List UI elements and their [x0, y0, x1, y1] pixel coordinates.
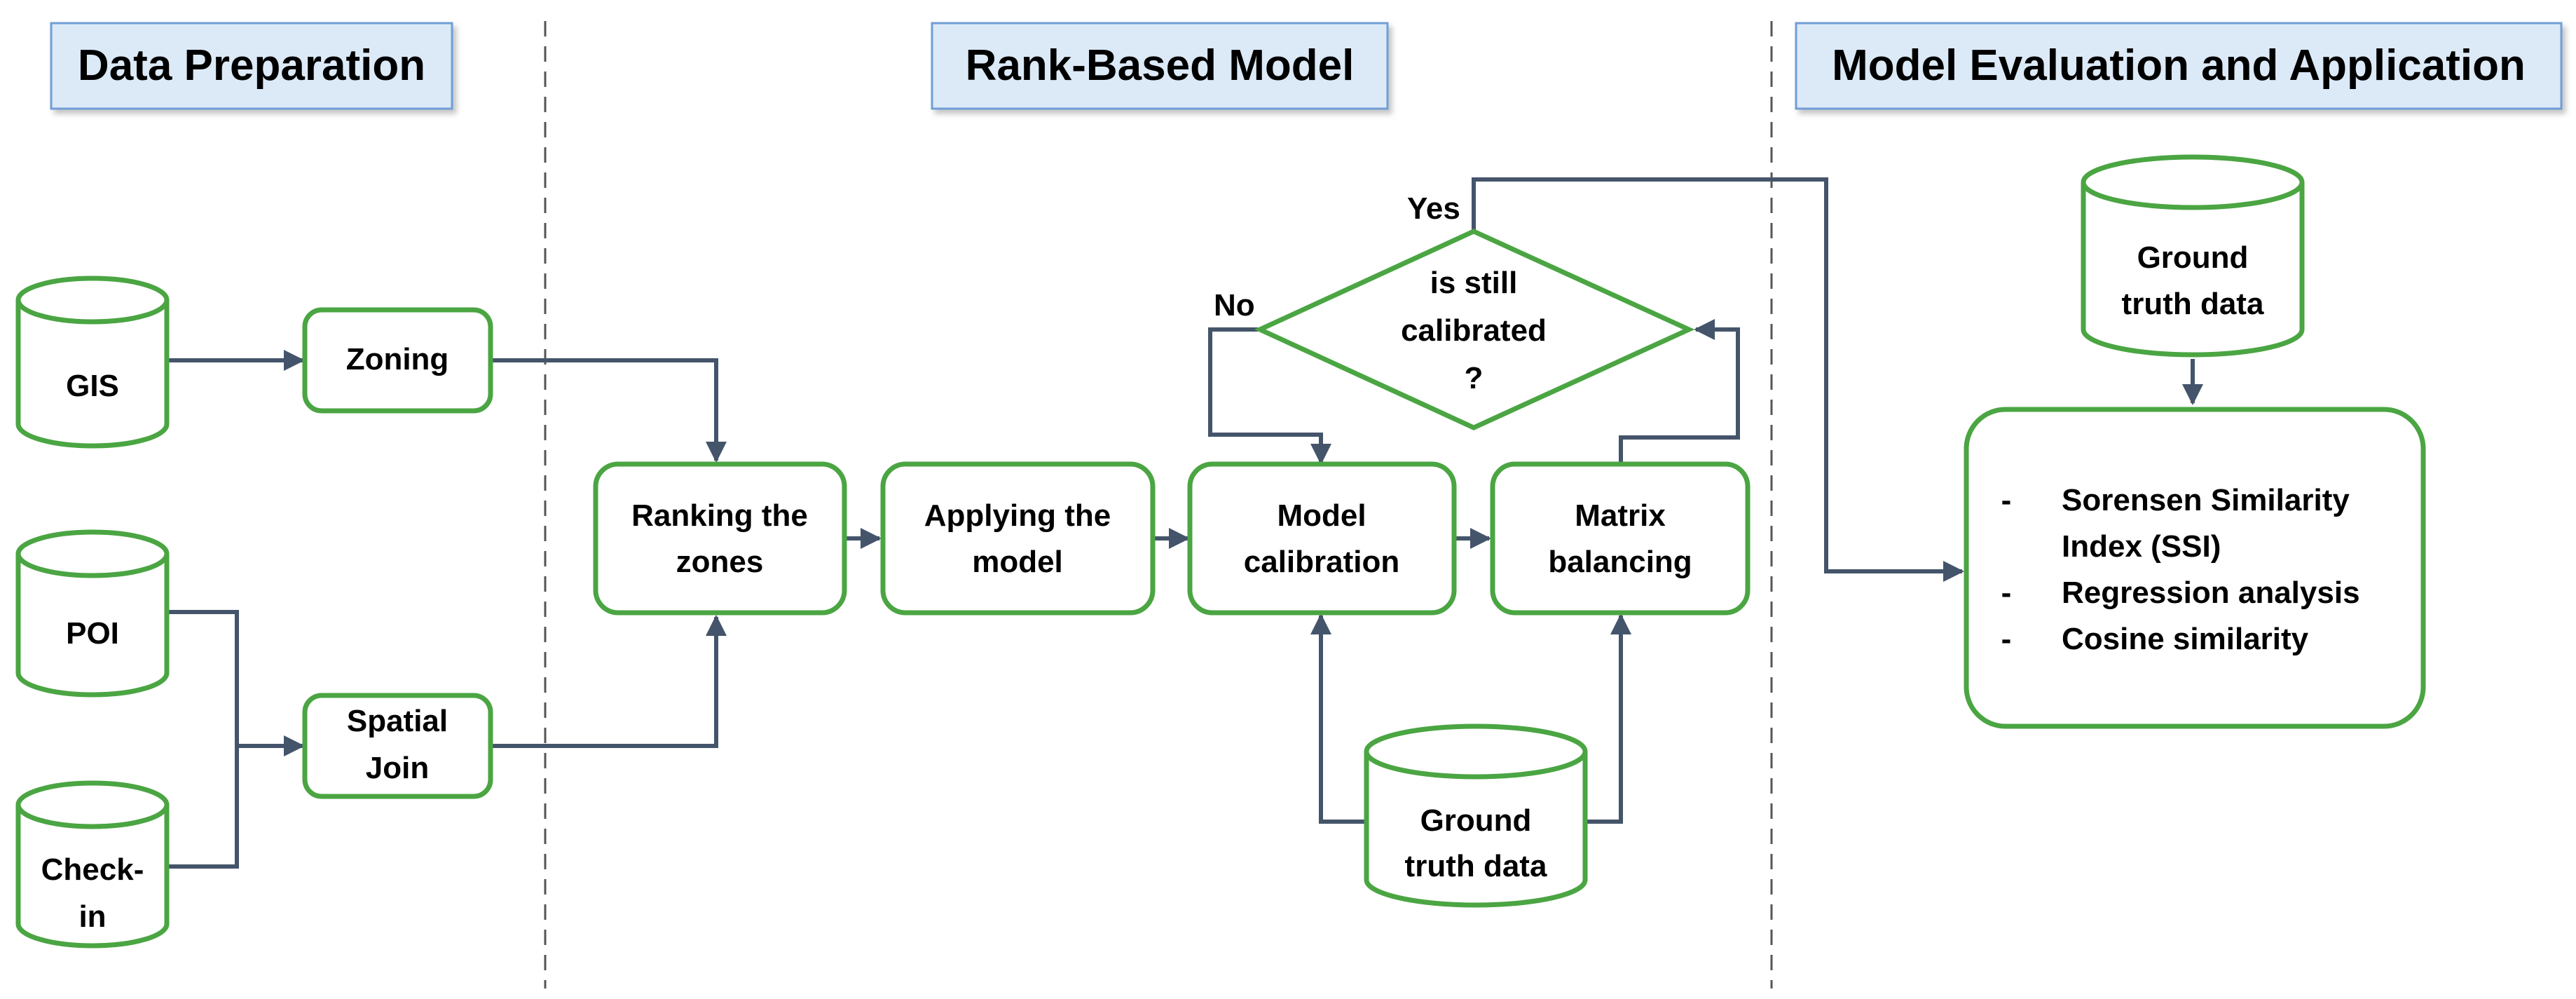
arrow-spatial-join-to-ranking [492, 615, 727, 748]
arrow-poi-checkin-to-spatial-join [168, 610, 239, 869]
ground-truth-eval-label-line2: truth data [2122, 287, 2264, 321]
arrow-ground-truth-to-balancing [1585, 613, 1631, 824]
yes-label: Yes [1407, 191, 1460, 226]
balancing-label-line2: balancing [1548, 545, 1692, 579]
checkin-label-line2: in [78, 899, 106, 934]
checkin-label-line1: Check- [41, 852, 144, 887]
spatial-join-node: Spatial Join [302, 693, 493, 799]
header-rank-based-model: Rank-Based Model [931, 22, 1389, 110]
applying-model-node: Applying the model [880, 461, 1156, 616]
evaluation-item-2: Regression analysis [2062, 576, 2360, 610]
checkin-database: Check- in [15, 780, 170, 949]
decision-label-line2: calibrated [1401, 313, 1547, 348]
evaluation-item-1-cont: Index (SSI) [2062, 529, 2221, 564]
calibration-label-line2: calibration [1244, 545, 1400, 579]
applying-label-line2: model [972, 545, 1063, 579]
evaluation-bullet-1: - [2001, 483, 2012, 517]
ground-truth-eval-label-line1: Ground [2137, 240, 2249, 275]
ground-truth-database-evaluation: Ground truth data [2081, 154, 2305, 358]
model-calibration-node: Model calibration [1187, 461, 1457, 616]
spatial-join-label-line1: Spatial [347, 704, 448, 738]
poi-label: POI [66, 616, 119, 651]
gis-database: GIS [15, 276, 170, 449]
zoning-node: Zoning [302, 307, 493, 414]
header-rank-based-model-label: Rank-Based Model [966, 41, 1355, 90]
ranking-label-line2: zones [676, 545, 764, 579]
gis-label: GIS [66, 369, 119, 403]
ground-truth-model-label-line1: Ground [1420, 803, 1532, 838]
evaluation-item-3: Cosine similarity [2062, 622, 2309, 656]
evaluation-methods-box: - Sorensen Similarity Index (SSI) - Regr… [1964, 407, 2426, 729]
arrow-balancing-to-decision [1619, 319, 1740, 463]
ranking-label-line1: Ranking the [631, 498, 808, 533]
header-model-evaluation: Model Evaluation and Application [1795, 22, 2563, 110]
evaluation-bullet-2: - [2001, 576, 2012, 610]
calibration-label-line1: Model [1277, 498, 1366, 533]
header-data-preparation-label: Data Preparation [78, 41, 425, 90]
ranking-zones-node: Ranking the zones [593, 461, 847, 616]
poi-database: POI [15, 529, 170, 698]
spatial-join-label-line2: Join [366, 751, 429, 785]
balancing-label-line1: Matrix [1575, 498, 1666, 533]
arrow-decision-yes-to-evaluation [1472, 177, 1964, 582]
evaluation-bullet-3: - [2001, 622, 2012, 656]
ground-truth-model-label-line2: truth data [1405, 849, 1547, 883]
arrow-decision-no-to-calibration [1208, 327, 1331, 465]
applying-label-line1: Applying the [924, 498, 1111, 533]
zoning-label: Zoning [346, 342, 449, 376]
decision-label-line1: is still [1430, 266, 1518, 300]
ground-truth-database-model: Ground truth data [1364, 723, 1588, 908]
matrix-balancing-node: Matrix balancing [1490, 461, 1751, 616]
header-data-preparation: Data Preparation [50, 22, 453, 110]
calibration-decision: is still calibrated ? [1254, 229, 1695, 430]
no-label: No [1214, 288, 1255, 322]
header-model-evaluation-label: Model Evaluation and Application [1832, 41, 2526, 90]
arrow-ground-truth-to-calibration [1310, 613, 1366, 824]
evaluation-item-1: Sorensen Similarity [2062, 483, 2350, 517]
decision-label-line3: ? [1465, 361, 1484, 395]
arrow-zoning-to-ranking [492, 358, 727, 463]
